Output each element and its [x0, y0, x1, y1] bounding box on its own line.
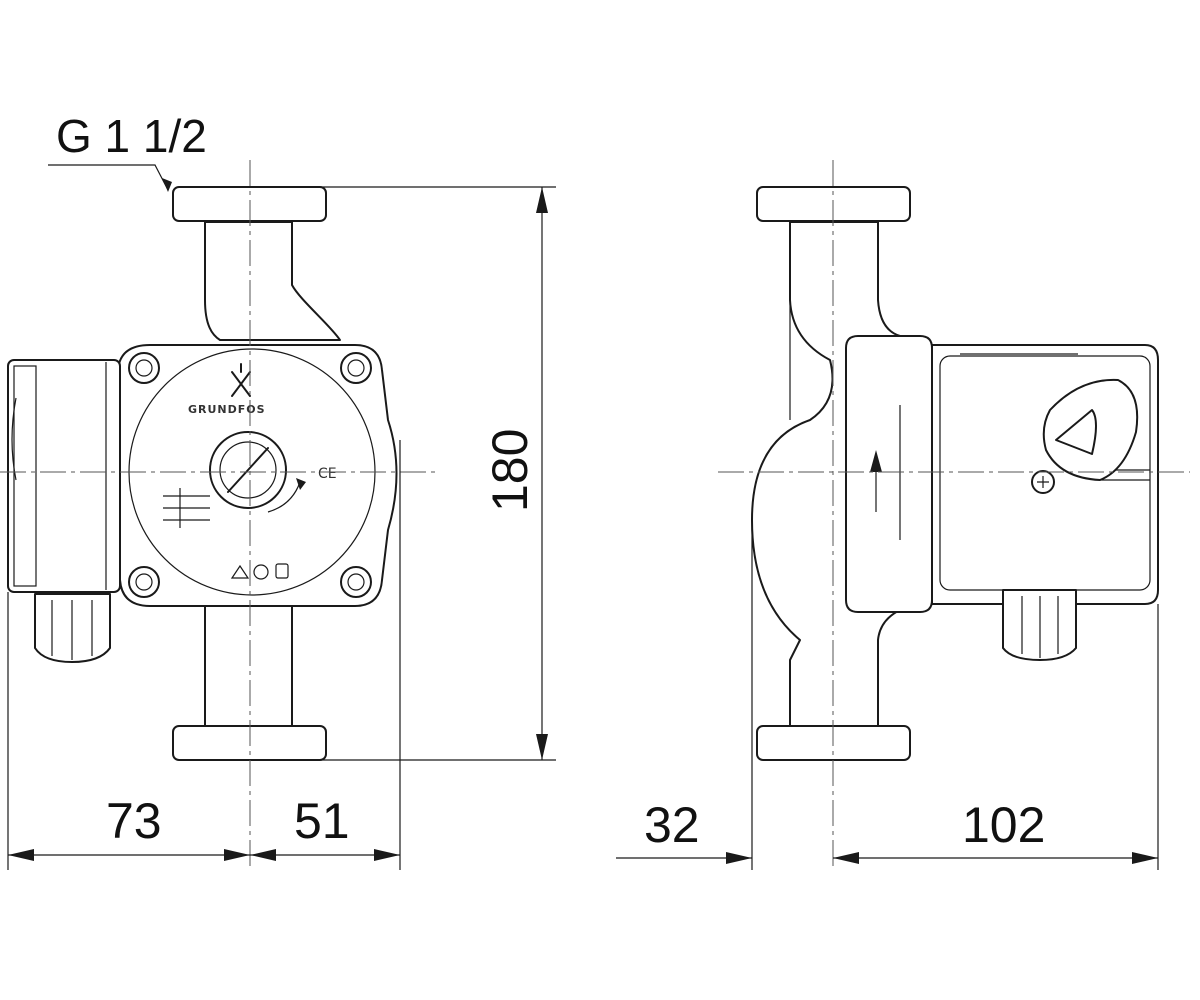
bolt-lug [128, 352, 160, 384]
dim-side-right-label: 102 [962, 797, 1045, 853]
front-center-plug-outer [209, 431, 287, 509]
bolt-hole [135, 573, 153, 591]
height-dimension-label: 180 [482, 429, 538, 512]
side-view [718, 160, 1190, 870]
grundfos-logo-icon [231, 363, 251, 397]
thread-size-label: G 1 1/2 [56, 110, 207, 162]
speed-selector-knob-icon[interactable] [1042, 378, 1139, 481]
rating-plate-lines [163, 488, 210, 528]
dim102-arrow-right [1132, 852, 1158, 864]
bolt-hole [135, 359, 153, 377]
approval-symbols [230, 563, 289, 580]
thread-leader-line [48, 164, 169, 191]
side-dimensions: 32 102 [616, 520, 1159, 870]
front-dimensions: 180 73 51 [7, 186, 556, 870]
dim-front-right-label: 51 [294, 793, 350, 849]
front-view: GRUNDFOS CE G 1 1/2 [0, 110, 440, 870]
bolt-lug [340, 352, 372, 384]
dim73-arrow-right [224, 849, 250, 861]
dim51-arrow-left [250, 849, 276, 861]
dim102-arrow-left [833, 852, 859, 864]
screw-slot [1037, 476, 1049, 488]
side-pump-head [845, 335, 933, 613]
bolt-hole [347, 573, 365, 591]
rotation-arrow-icon [267, 481, 301, 513]
dim73-arrow-left [8, 849, 34, 861]
dim-side-left-label: 32 [644, 797, 700, 853]
dim-front-left-label: 73 [106, 793, 162, 849]
flow-direction-arrow-icon [870, 450, 882, 472]
front-pipe-bottom [204, 599, 293, 729]
ce-mark: CE [318, 466, 337, 482]
brand-text: GRUNDFOS [188, 403, 266, 416]
height-arrow-top [536, 187, 548, 213]
screw-icon [1031, 470, 1055, 494]
front-center-plug-inner [219, 441, 277, 499]
bolt-lug [340, 566, 372, 598]
dim32-arrow [726, 852, 752, 864]
terminal-box-cover [13, 365, 37, 587]
front-bolt-lugs [128, 352, 372, 598]
dim51-arrow-right [374, 849, 400, 861]
bolt-hole [347, 359, 365, 377]
rotation-arrow-head [296, 478, 306, 490]
bolt-lug [128, 566, 160, 598]
plug-slot [227, 447, 269, 493]
height-arrow-bottom [536, 734, 548, 760]
thread-leader-arrow [162, 178, 172, 192]
front-terminal-box [7, 359, 121, 593]
front-pipe-body [204, 221, 341, 341]
